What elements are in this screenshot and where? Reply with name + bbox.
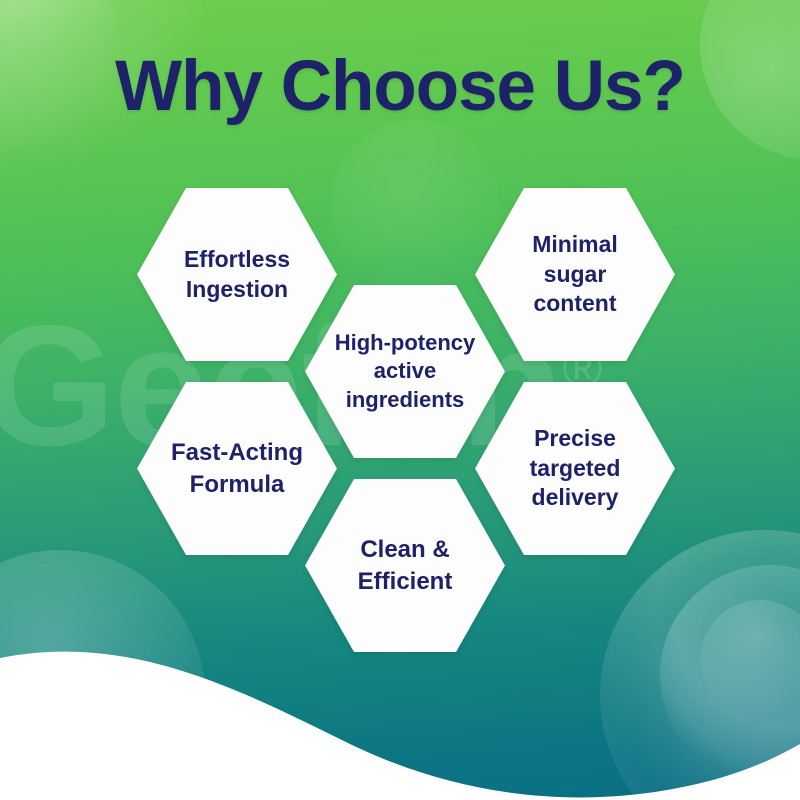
page-title: Why Choose Us? xyxy=(115,47,686,126)
bottom-wave-shape xyxy=(0,651,800,800)
hex-label: Clean &Efficient xyxy=(357,536,453,595)
hex-clean-efficient[interactable]: Clean &Efficient xyxy=(303,475,507,656)
